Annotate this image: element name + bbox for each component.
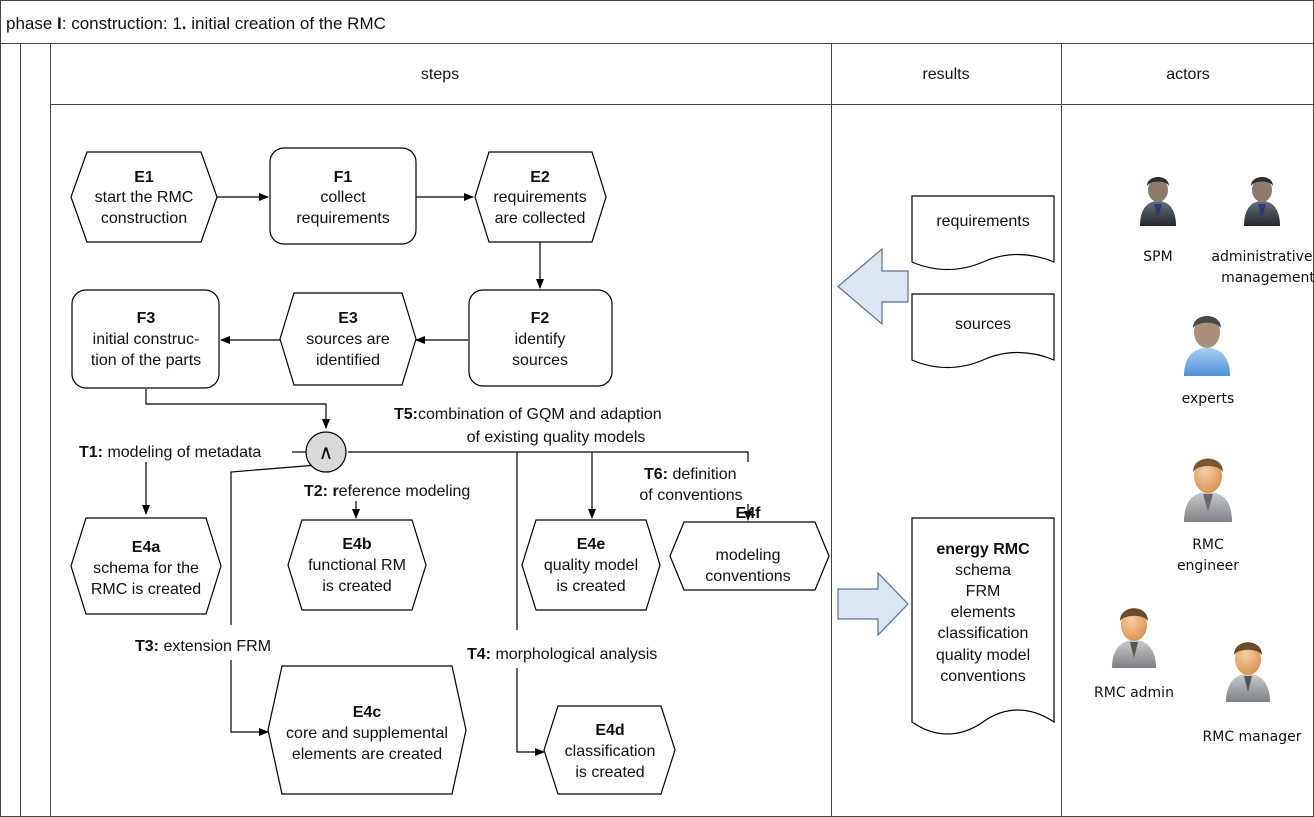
actor-administrative-management: administrative management [1211, 177, 1314, 286]
svg-text:sources: sources [512, 352, 568, 369]
task-T2-label: T2: reference modeling [304, 483, 470, 500]
event-E4e: E4e quality model is created [521, 519, 661, 611]
svg-text:construction: construction [101, 210, 187, 227]
svg-text:initial construc-: initial construc- [93, 331, 200, 348]
svg-text:identified: identified [316, 352, 380, 369]
svg-text:E4b: E4b [342, 536, 372, 553]
task-T5-label-2: of existing quality models [467, 429, 646, 446]
svg-text:modeling: modeling [716, 547, 781, 564]
event-E1: E1 start the RMC construction [70, 151, 218, 243]
svg-text:start the RMC: start the RMC [95, 189, 194, 206]
svg-text:quality model: quality model [544, 557, 638, 574]
task-T3-label: T3: extension FRM [135, 638, 271, 655]
svg-text:∧: ∧ [319, 442, 334, 464]
task-T4-label: T4: morphological analysis [467, 646, 657, 663]
svg-text:engineer: engineer [1177, 558, 1239, 574]
input-arrow [837, 247, 909, 326]
diagram-title: phase I: construction: 1. initial creati… [6, 14, 386, 33]
function-F3: F3 initial construc- tion of the parts [71, 289, 220, 389]
svg-text:sources are: sources are [306, 331, 390, 348]
svg-text:E4a: E4a [132, 539, 161, 556]
svg-text:requirements: requirements [296, 210, 389, 227]
svg-text:E2: E2 [530, 169, 550, 186]
svg-text:requirements: requirements [493, 189, 586, 206]
function-F2: F2 identify sources [468, 289, 613, 387]
svg-text:schema for the: schema for the [93, 560, 199, 577]
svg-text:requirements: requirements [936, 213, 1029, 230]
svg-text:management: management [1221, 270, 1314, 286]
svg-text:quality model: quality model [936, 647, 1030, 664]
svg-text:E4c: E4c [353, 704, 382, 721]
document-sources: sources [911, 293, 1055, 369]
svg-text:RMC is created: RMC is created [91, 581, 201, 598]
svg-text:FRM: FRM [966, 583, 1001, 600]
svg-text:is created: is created [322, 578, 391, 595]
svg-text:functional RM: functional RM [308, 557, 406, 574]
svg-text:elements: elements [951, 604, 1016, 621]
event-E4b: E4b functional RM is created [287, 519, 427, 611]
svg-text:is created: is created [556, 578, 625, 595]
svg-text:energy RMC: energy RMC [936, 541, 1030, 558]
svg-text:E4f: E4f [736, 505, 762, 522]
svg-text:RMC admin: RMC admin [1094, 685, 1174, 701]
svg-text:E4d: E4d [595, 722, 624, 739]
svg-text:tion of the parts: tion of the parts [91, 352, 201, 369]
task-T6-label-1: T6: definition [644, 466, 737, 483]
output-arrow [837, 571, 909, 637]
svg-text:collect: collect [320, 189, 366, 206]
svg-text:classification: classification [565, 743, 656, 760]
column-header-actors: actors [1166, 66, 1210, 83]
actor-rmc-admin: RMC admin [1094, 608, 1174, 701]
document-requirements: requirements [911, 195, 1055, 271]
and-connector: ∧ [305, 431, 347, 473]
svg-text:administrative: administrative [1211, 249, 1312, 265]
document-energy-rmc: energy RMC schema FRM elements classific… [911, 517, 1055, 735]
svg-text:RMC: RMC [1192, 537, 1224, 553]
event-E2: E2 requirements are collected [474, 151, 607, 243]
connections [142, 193, 752, 756]
svg-text:E1: E1 [134, 169, 154, 186]
event-E4a: E4a schema for the RMC is created [70, 517, 222, 615]
svg-text:E3: E3 [338, 310, 358, 327]
svg-text:elements are created: elements are created [292, 746, 442, 763]
svg-text:conventions: conventions [940, 668, 1025, 685]
event-E4f: E4f modeling conventions [669, 505, 830, 591]
svg-text:conventions: conventions [705, 568, 790, 585]
svg-text:F2: F2 [531, 310, 550, 327]
function-F1: F1 collect requirements [269, 147, 417, 245]
event-E4d: E4d classification is created [543, 705, 676, 795]
column-header-steps: steps [421, 66, 459, 83]
svg-text:schema: schema [955, 562, 1011, 579]
svg-text:E4e: E4e [577, 536, 606, 553]
task-labels: T1: modeling of metadata T2: reference m… [78, 406, 762, 664]
column-header-results: results [922, 66, 969, 83]
svg-text:sources: sources [955, 316, 1011, 333]
svg-text:are collected: are collected [495, 210, 586, 227]
task-T6-label-2: of conventions [639, 487, 742, 504]
actor-rmc-manager: RMC manager [1203, 642, 1302, 745]
svg-text:classification: classification [938, 625, 1029, 642]
event-E4c: E4c core and supplemental elements are c… [267, 665, 467, 795]
svg-text:core and supplemental: core and supplemental [286, 725, 448, 742]
actor-spm: SPM [1140, 177, 1176, 265]
actor-rmc-engineer: RMC engineer [1177, 458, 1239, 574]
svg-text:identify: identify [515, 331, 566, 348]
task-T1-label: T1: modeling of metadata [79, 444, 261, 461]
svg-text:is created: is created [575, 764, 644, 781]
svg-text:SPM: SPM [1143, 249, 1172, 265]
svg-text:F1: F1 [334, 169, 353, 186]
svg-text:RMC manager: RMC manager [1203, 729, 1302, 745]
svg-text:F3: F3 [137, 310, 156, 327]
svg-text:experts: experts [1182, 391, 1235, 407]
task-T5-label-1: T5:combination of GQM and adaption [394, 406, 662, 423]
actor-experts: experts [1182, 316, 1235, 407]
event-E3: E3 sources are identified [279, 292, 417, 386]
